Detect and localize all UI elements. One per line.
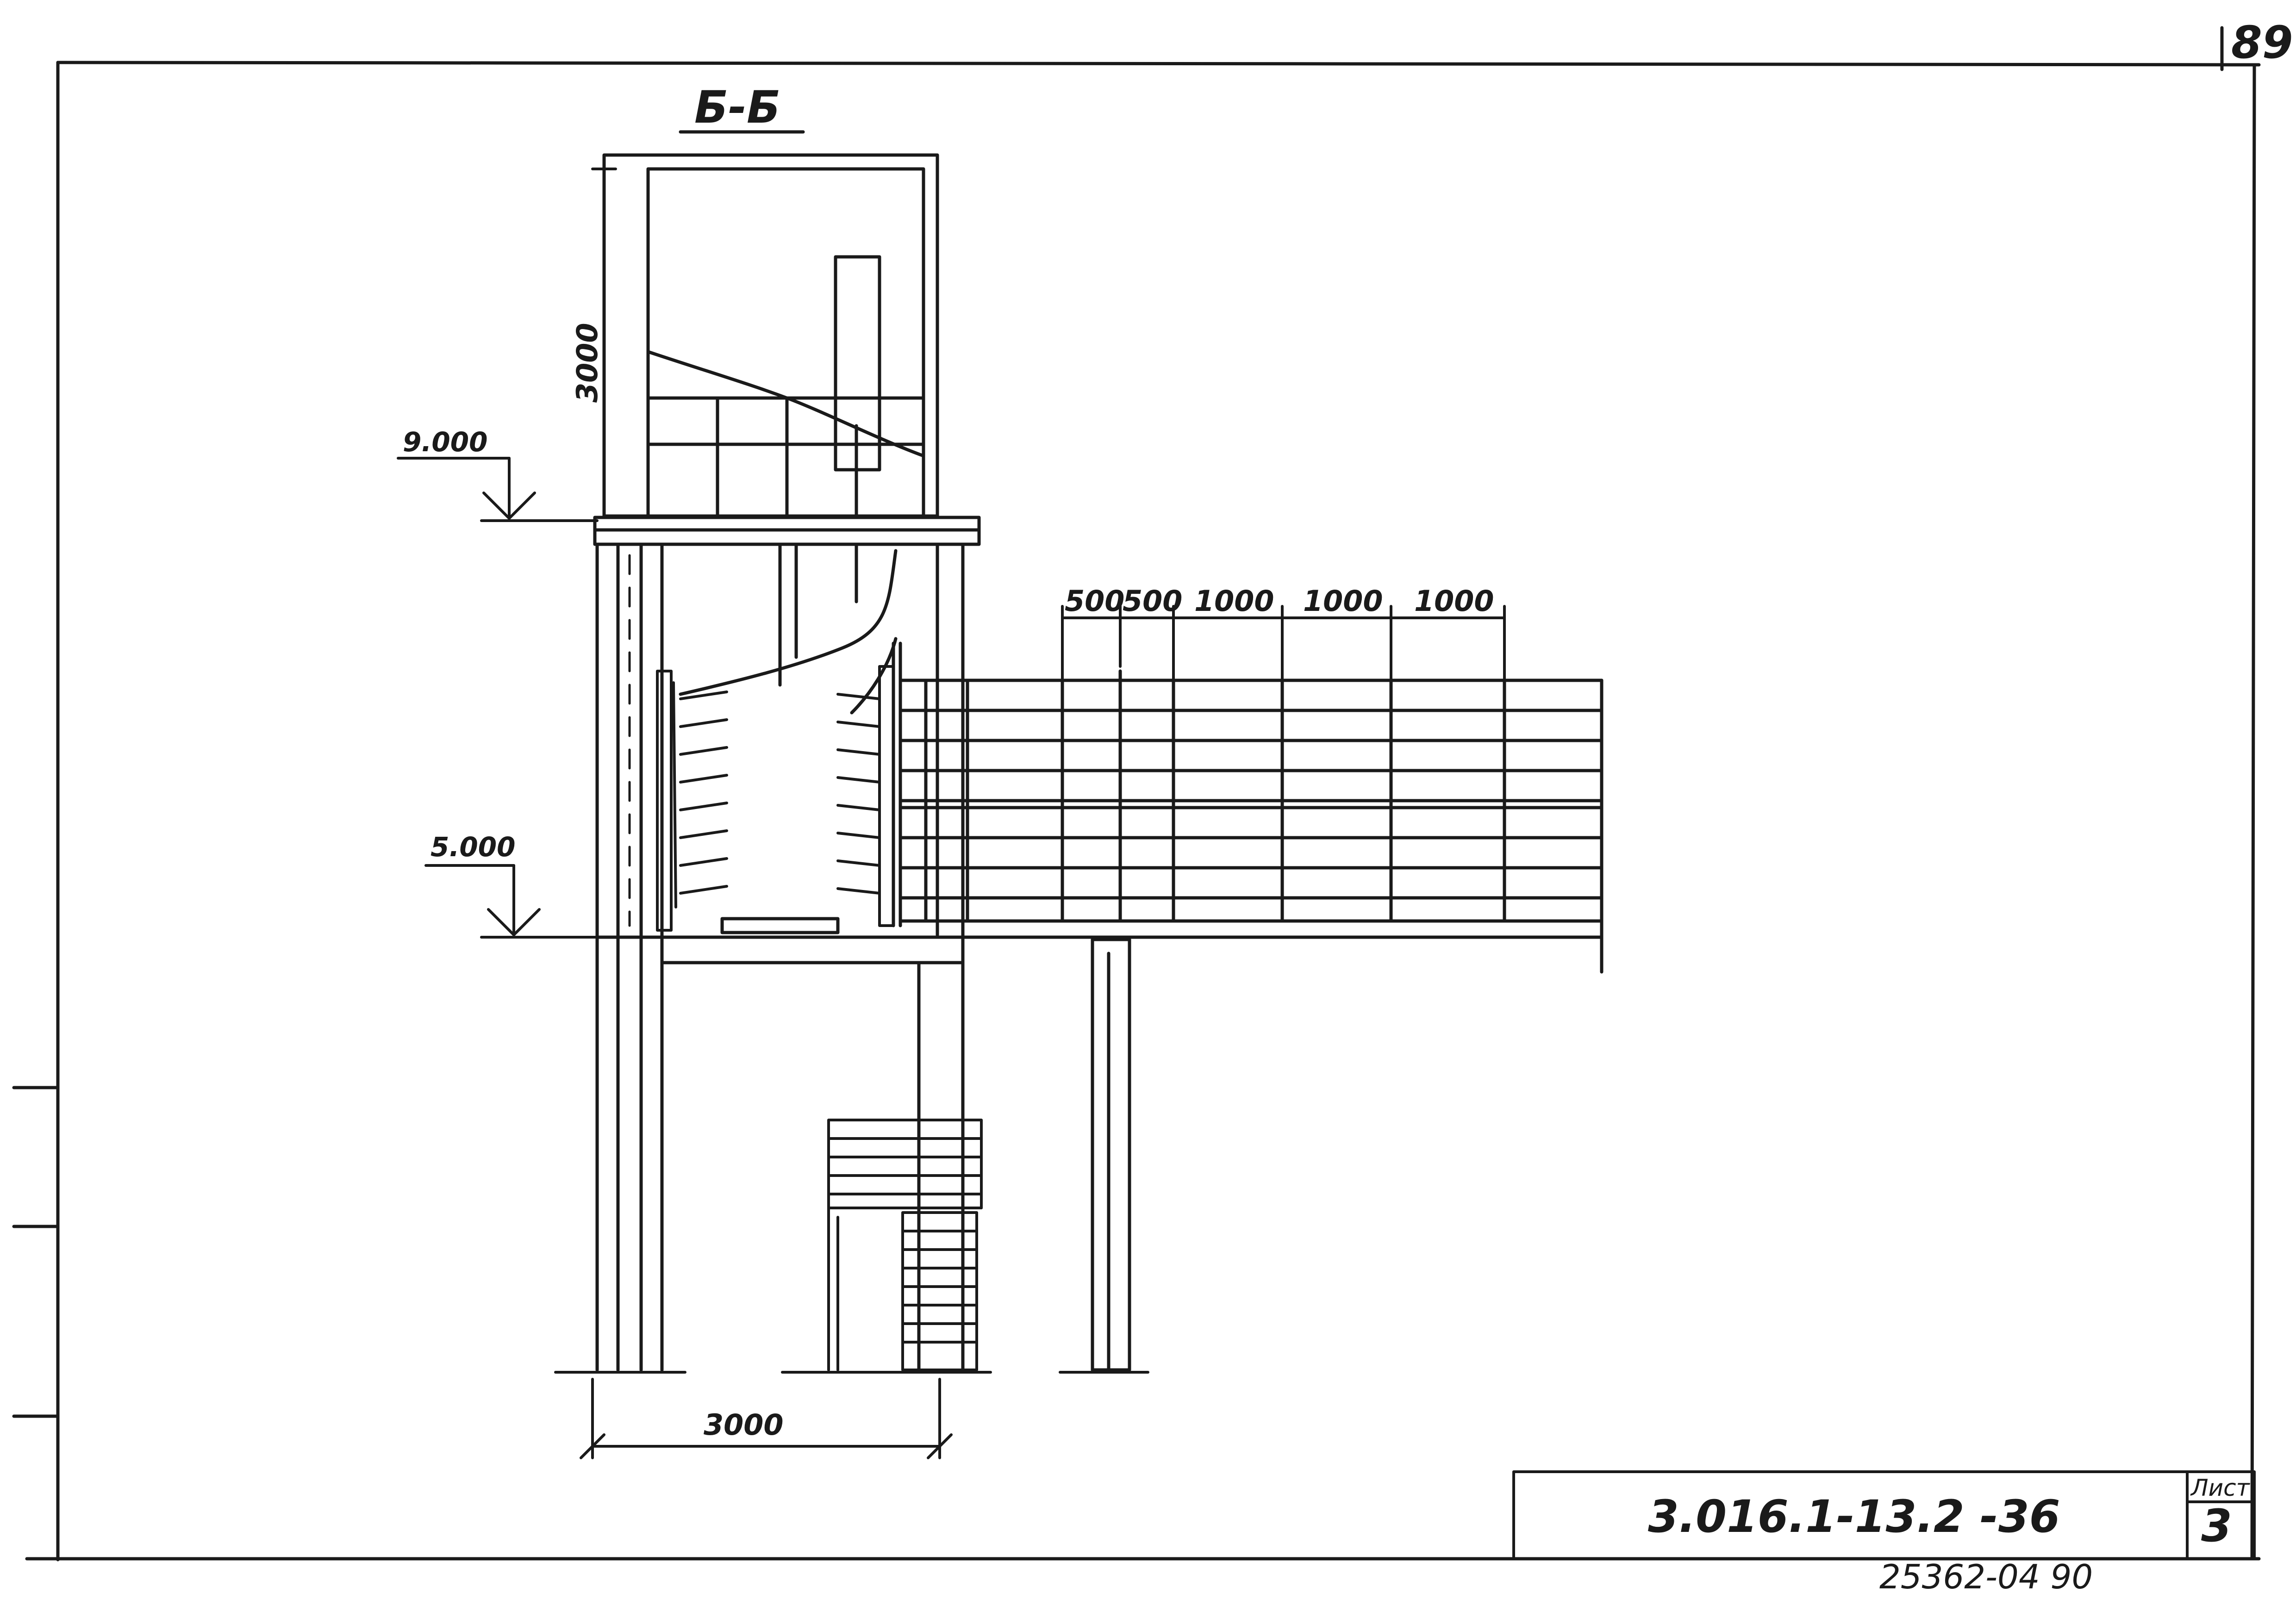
base-width-dimension [580, 1378, 953, 1459]
level-lower-label: 5.000 [430, 831, 515, 863]
section-label: Б-Б [694, 81, 780, 133]
archive-number: 25362-04 90 [1879, 1557, 2093, 1596]
left-rack [656, 670, 728, 932]
level-upper-label: 9.000 [403, 426, 487, 458]
sheet-frame [12, 26, 2261, 1562]
span-5-value: 1000 [1414, 584, 1494, 618]
span-1-value: 500 [1065, 584, 1124, 618]
curved-chute [679, 549, 902, 927]
upper-height-value: 3000 [570, 323, 604, 403]
upper-cabin [602, 153, 939, 518]
page-number: 89 [2231, 17, 2293, 68]
span-4-value: 1000 [1303, 584, 1383, 618]
upper-slab [593, 516, 981, 546]
sheet-label: Лист [2190, 1475, 2251, 1501]
lower-stack [827, 1119, 983, 1371]
mid-platform [595, 917, 1603, 964]
upper-height-dimension [591, 168, 617, 517]
document-code: 3.016.1-13.2 -36 [1648, 1491, 2060, 1543]
level-marker-lower [424, 864, 599, 939]
span-3-value: 1000 [1194, 584, 1274, 618]
gallery-frame [898, 669, 1603, 974]
base-width-value: 3000 [704, 1408, 784, 1442]
sheet-number: 3 [2201, 1500, 2232, 1552]
gallery-support [1091, 938, 1131, 1372]
level-marker-upper [397, 457, 599, 522]
span-dimension-line [1061, 605, 1506, 682]
title-block [1512, 1470, 2256, 1560]
span-2-value: 500 [1123, 584, 1182, 618]
right-rack [836, 665, 895, 927]
